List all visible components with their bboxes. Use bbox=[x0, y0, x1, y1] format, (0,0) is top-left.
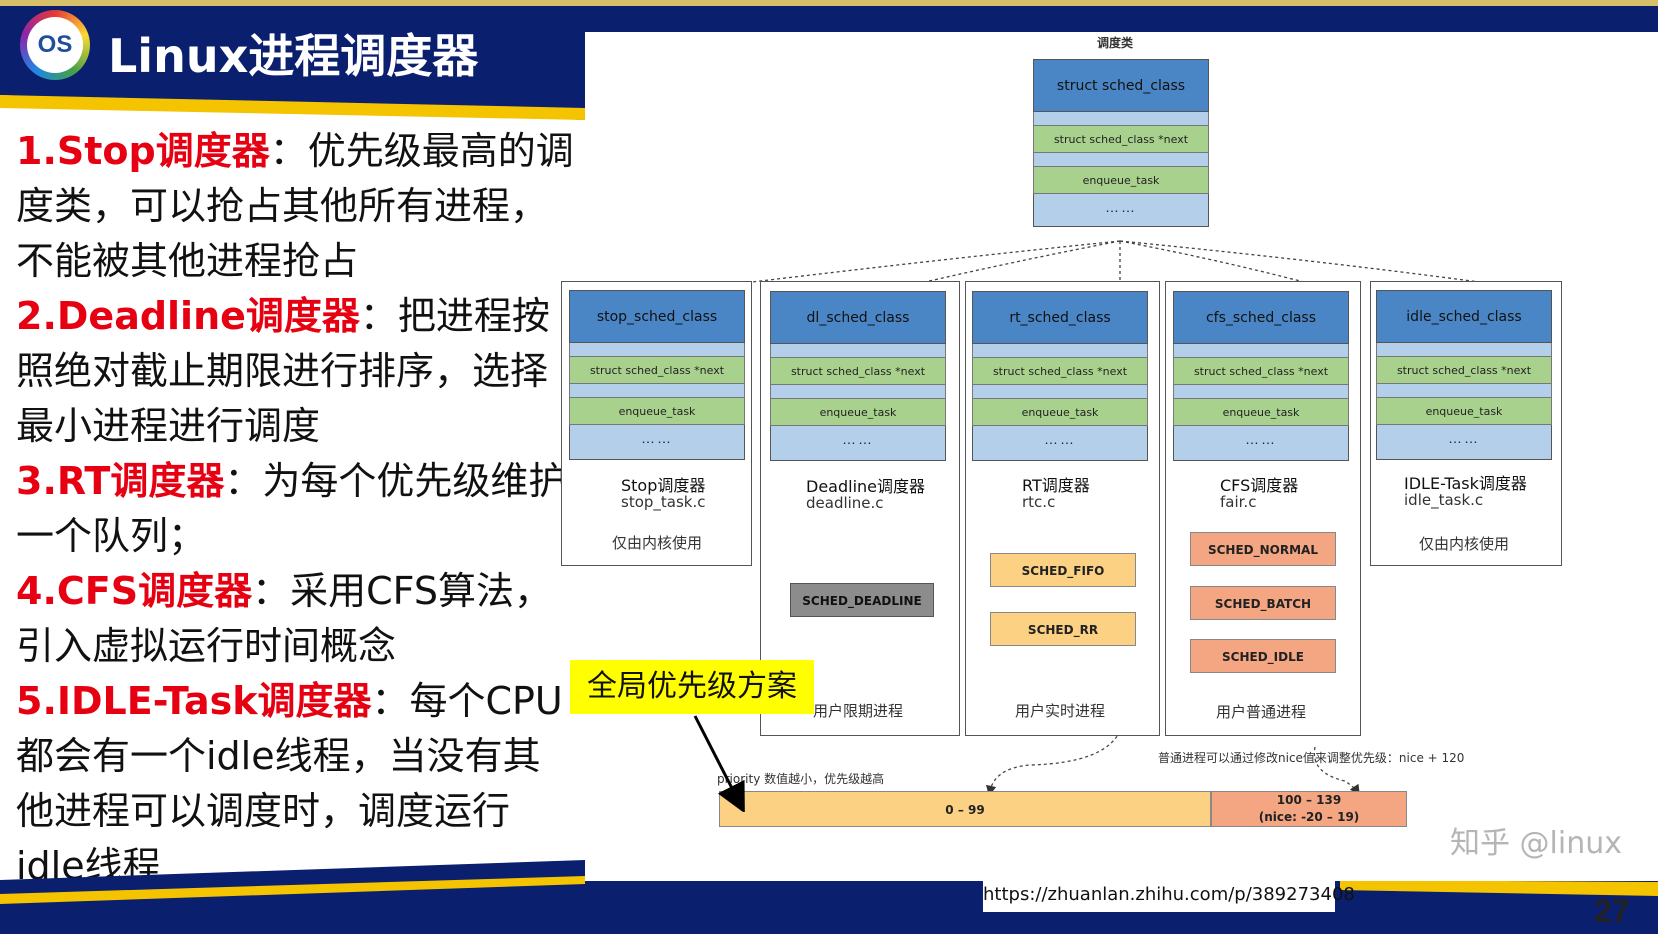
idle-scheduler-note: 仅由内核使用 bbox=[1418, 535, 1509, 553]
policy-sched-deadline: SCHED_DEADLINE bbox=[790, 583, 934, 617]
rt-class-strip bbox=[972, 385, 1148, 399]
idle-class-next: struct sched_class *next bbox=[1376, 357, 1552, 384]
dl-scheduler-name: Deadline调度器 bbox=[806, 477, 926, 496]
dl-class-strip bbox=[770, 385, 946, 399]
dl-scheduler-footer: 用户限期进程 bbox=[812, 702, 903, 720]
rt-class-next: struct sched_class *next bbox=[972, 358, 1148, 385]
priority-range-normal-bottom: (nice: -20 – 19) bbox=[1258, 810, 1360, 824]
page-number: 27 bbox=[1594, 893, 1630, 929]
cfs-class-strip bbox=[1173, 344, 1349, 358]
rt-class-strip bbox=[972, 344, 1148, 358]
cfs-scheduler-name: CFS调度器 bbox=[1220, 476, 1299, 495]
idle-class-enqueue: enqueue_task bbox=[1376, 398, 1552, 425]
idle-class-title: idle_sched_class bbox=[1376, 290, 1552, 343]
priority-range-normal: 100 – 139 (nice: -20 – 19) bbox=[1211, 791, 1407, 827]
cfs-class-title: cfs_sched_class bbox=[1173, 291, 1349, 344]
stop-scheduler-note: 仅由内核使用 bbox=[611, 534, 702, 552]
cfs-class-enqueue: enqueue_task bbox=[1173, 399, 1349, 426]
global-priority-callout: 全局优先级方案 bbox=[570, 660, 814, 714]
os-logo-text: OS bbox=[27, 17, 83, 73]
stop-class-strip bbox=[569, 384, 745, 398]
cfs-class-dots: …… bbox=[1173, 426, 1349, 461]
stop-class-enqueue: enqueue_task bbox=[569, 398, 745, 425]
top-class-next: struct sched_class *next bbox=[1033, 126, 1209, 153]
rt-scheduler-footer: 用户实时进程 bbox=[1014, 702, 1105, 720]
top-class-strip bbox=[1033, 112, 1209, 126]
stop-scheduler-name: Stop调度器 bbox=[621, 476, 706, 495]
item-deadline: 2.Deadline调度器：把进程按照绝对截止期限进行排序，选择最小进程进行调度 bbox=[16, 294, 550, 448]
priority-label: priority 数值越小，优先级越高 bbox=[717, 772, 885, 786]
dl-class-enqueue: enqueue_task bbox=[770, 399, 946, 426]
idle-scheduler-file: idle_task.c bbox=[1404, 491, 1484, 509]
dl-class-title: dl_sched_class bbox=[770, 291, 946, 344]
idle-class-dots: …… bbox=[1376, 425, 1552, 460]
title-banner bbox=[0, 0, 1658, 120]
item-stop: 1.Stop调度器：优先级最高的调度类，可以抢占其他所有进程，不能被其他进程抢占 bbox=[16, 129, 574, 283]
nice-note: 普通进程可以通过修改nice值来调整优先级：nice + 120 bbox=[1158, 751, 1465, 765]
policy-sched-idle: SCHED_IDLE bbox=[1190, 639, 1336, 673]
rt-class-enqueue: enqueue_task bbox=[972, 399, 1148, 426]
policy-sched-normal: SCHED_NORMAL bbox=[1190, 532, 1336, 566]
policy-sched-rr: SCHED_RR bbox=[990, 612, 1136, 646]
top-class-dots: …… bbox=[1033, 194, 1209, 227]
dl-scheduler-file: deadline.c bbox=[806, 494, 884, 512]
cfs-class-next: struct sched_class *next bbox=[1173, 358, 1349, 385]
stop-class-dots: …… bbox=[569, 425, 745, 460]
top-class-title: struct sched_class bbox=[1033, 59, 1209, 112]
policy-sched-fifo: SCHED_FIFO bbox=[990, 553, 1136, 587]
dl-class-strip bbox=[770, 344, 946, 358]
rt-class-title: rt_sched_class bbox=[972, 291, 1148, 344]
source-url[interactable]: https://zhuanlan.zhihu.com/p/389273408 bbox=[983, 877, 1355, 912]
stop-class-title: stop_sched_class bbox=[569, 290, 745, 343]
top-label: 调度类 bbox=[1096, 36, 1133, 50]
top-class-enqueue: enqueue_task bbox=[1033, 167, 1209, 194]
cfs-scheduler-file: fair.c bbox=[1220, 493, 1257, 511]
idle-scheduler-name: IDLE-Task调度器 bbox=[1404, 474, 1527, 493]
stop-scheduler-file: stop_task.c bbox=[621, 493, 706, 511]
policy-sched-batch: SCHED_BATCH bbox=[1190, 586, 1336, 620]
os-logo: OS bbox=[20, 10, 90, 80]
zhihu-watermark: 知乎 @linux bbox=[1450, 826, 1622, 861]
slide-title: Linux进程调度器 bbox=[108, 29, 479, 83]
idle-class-strip bbox=[1376, 343, 1552, 357]
dl-class-next: struct sched_class *next bbox=[770, 358, 946, 385]
rt-class-dots: …… bbox=[972, 426, 1148, 461]
priority-range-rt: 0 – 99 bbox=[719, 791, 1211, 827]
dl-class-dots: …… bbox=[770, 426, 946, 461]
idle-class-strip bbox=[1376, 384, 1552, 398]
scheduler-description-list: 1.Stop调度器：优先级最高的调度类，可以抢占其他所有进程，不能被其他进程抢占… bbox=[16, 124, 576, 894]
scheduler-class-diagram: 调度类 struct sched_class struct sched_clas… bbox=[561, 33, 1658, 881]
stop-class-next: struct sched_class *next bbox=[569, 357, 745, 384]
top-class-strip bbox=[1033, 153, 1209, 167]
rt-scheduler-name: RT调度器 bbox=[1022, 476, 1090, 495]
stop-class-strip bbox=[569, 343, 745, 357]
item-cfs: 4.CFS调度器：采用CFS算法，引入虚拟运行时间概念 bbox=[16, 569, 552, 668]
priority-range-normal-top: 100 – 139 bbox=[1276, 793, 1342, 807]
cfs-class-strip bbox=[1173, 385, 1349, 399]
item-idle: 5.IDLE-Task调度器：每个CPU都会有一个idle线程，当没有其他进程可… bbox=[16, 679, 563, 888]
cfs-scheduler-footer: 用户普通进程 bbox=[1215, 703, 1306, 721]
callout-arrow bbox=[693, 715, 745, 812]
rt-scheduler-file: rtc.c bbox=[1022, 493, 1056, 511]
item-rt: 3.RT调度器：为每个优先级维护一个队列； bbox=[16, 459, 567, 558]
